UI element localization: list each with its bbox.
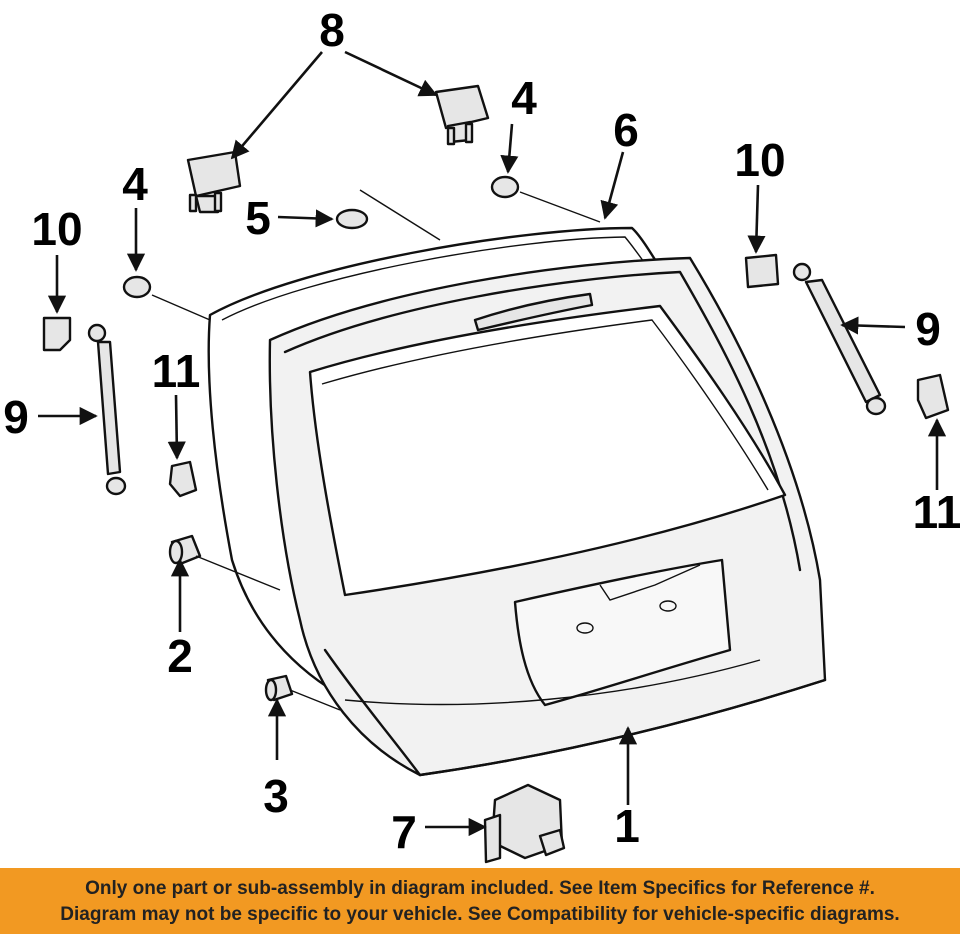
callout-7: 7 bbox=[391, 806, 417, 858]
lift-support-left-part-9 bbox=[87, 323, 127, 496]
liftgate-part-1 bbox=[268, 256, 827, 777]
liftgate-parts-diagram: 1 2 3 4 4 5 6 7 8 9 9 10 10 11 11 bbox=[3, 4, 960, 864]
callout-8: 8 bbox=[319, 4, 345, 56]
callout-9-right: 9 bbox=[915, 303, 941, 355]
callout-6: 6 bbox=[613, 104, 639, 156]
bracket-right-part-10 bbox=[744, 253, 780, 289]
callout-10-left: 10 bbox=[31, 203, 82, 255]
disclaimer-line-1: Only one part or sub-assembly in diagram… bbox=[85, 878, 875, 899]
lift-support-right-part-9 bbox=[792, 262, 887, 416]
callout-9-left: 9 bbox=[3, 391, 29, 443]
stopper-part-2 bbox=[168, 534, 202, 566]
callout-3: 3 bbox=[263, 770, 289, 822]
bumper-right-part-4 bbox=[490, 175, 520, 199]
callout-5: 5 bbox=[245, 192, 271, 244]
disclaimer-line-2: Diagram may not be specific to your vehi… bbox=[60, 904, 900, 925]
bumper-left-part-4 bbox=[122, 275, 152, 299]
callout-10-right: 10 bbox=[734, 134, 785, 186]
callout-1: 1 bbox=[614, 800, 640, 852]
callout-2: 2 bbox=[167, 630, 193, 682]
grommet-part-5 bbox=[335, 208, 369, 230]
callout-11-right: 11 bbox=[913, 486, 960, 538]
callout-4-right: 4 bbox=[511, 72, 537, 124]
hinge-left-part-8 bbox=[186, 150, 242, 214]
callout-4-left: 4 bbox=[122, 158, 148, 210]
bracket-right-part-11 bbox=[916, 373, 950, 420]
hinge-right-part-8 bbox=[434, 84, 490, 146]
disclaimer-banner: Only one part or sub-assembly in diagram… bbox=[0, 868, 960, 934]
bracket-left-part-11 bbox=[168, 460, 198, 498]
callout-11-left: 11 bbox=[152, 345, 201, 397]
stopper-part-3 bbox=[264, 674, 294, 702]
lock-actuator-part-7 bbox=[483, 783, 566, 864]
bracket-left-part-10 bbox=[42, 316, 72, 352]
